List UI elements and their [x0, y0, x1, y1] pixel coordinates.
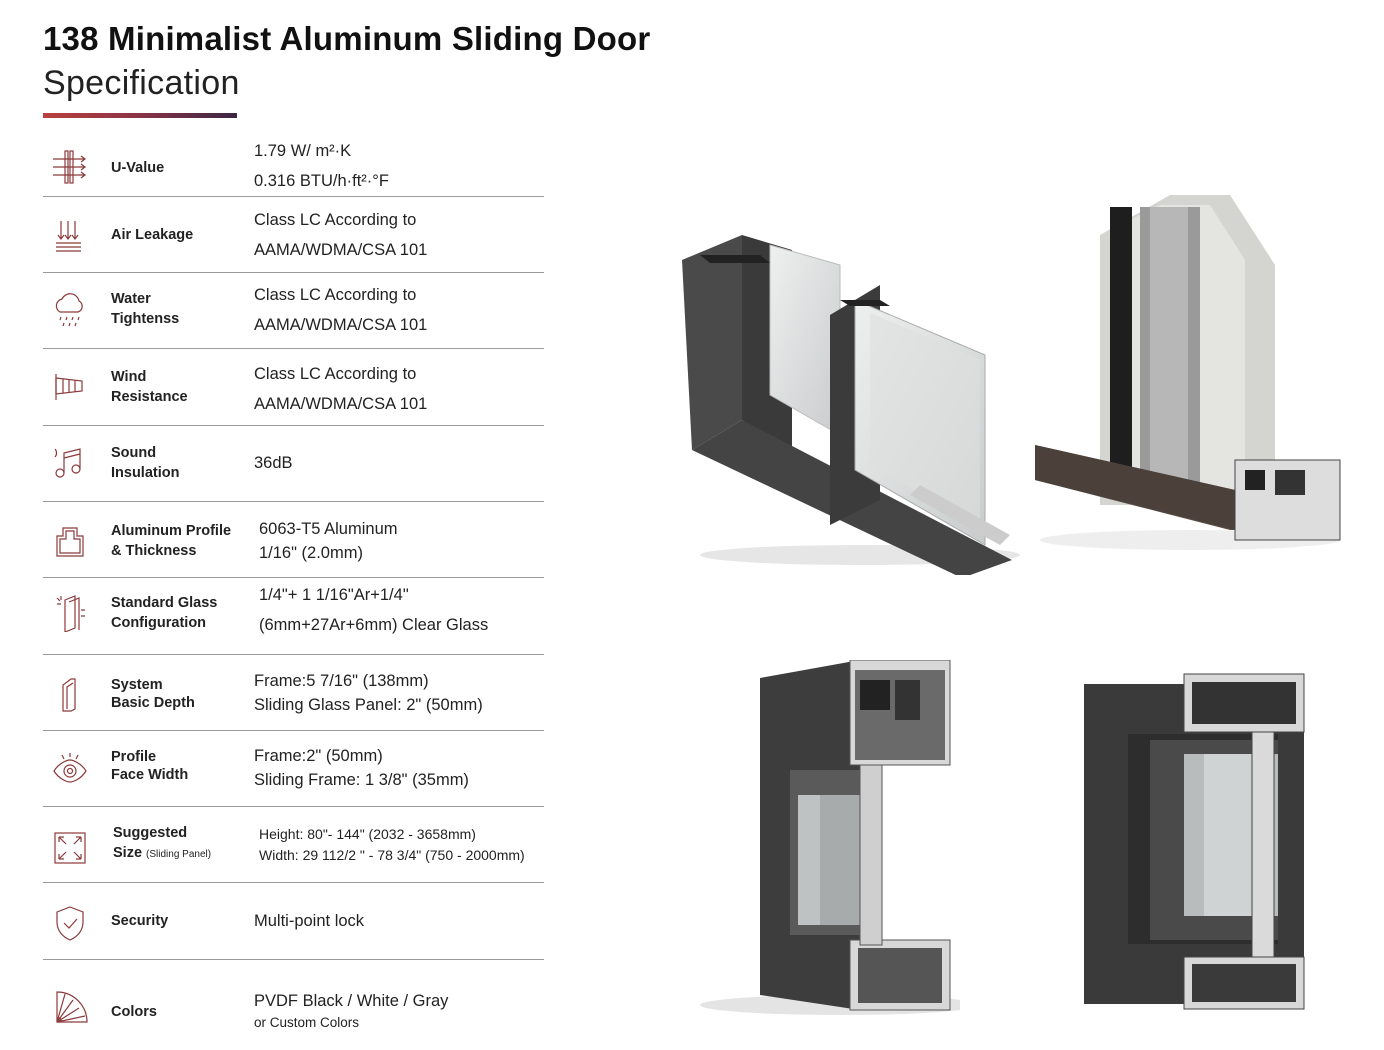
row-divider: [43, 425, 544, 426]
row-divider: [43, 882, 544, 883]
row-divider: [43, 730, 544, 731]
spec-label: Suggested Size (Sliding Panel): [113, 825, 212, 861]
row-divider: [43, 959, 544, 960]
spec-label: U-Value: [111, 160, 165, 176]
profile-icon: [51, 522, 89, 562]
spec-value: Frame:5 7/16" (138mm)Sliding Glass Panel…: [254, 672, 483, 714]
rain-cloud-icon: [51, 290, 89, 330]
glass-icon: [51, 592, 89, 633]
row-divider: [43, 272, 544, 273]
color-fan-icon: [51, 986, 89, 1026]
spec-value: Frame:2" (50mm)Sliding Frame: 1 3/8" (35…: [254, 747, 469, 789]
spec-label: Air Leakage: [111, 227, 194, 243]
spec-row-suggested-size: Suggested Size (Sliding Panel) Height: 8…: [43, 807, 643, 883]
vertical-section-render: [670, 660, 960, 1020]
spec-value: 36dB: [254, 454, 293, 472]
row-divider: [43, 806, 544, 807]
box-section-render: [1080, 672, 1305, 1012]
spec-label: Security: [111, 913, 169, 929]
spec-row-security: Security Multi-point lock: [43, 883, 643, 960]
row-divider: [43, 577, 544, 578]
eye-icon: [51, 749, 89, 789]
depth-icon: [51, 675, 89, 715]
music-note-icon: [51, 443, 89, 483]
frame-section-render: [670, 205, 1020, 575]
page-title: 138 Minimalist Aluminum Sliding Door: [43, 20, 651, 57]
spec-label: Aluminum Profile& Thickness: [111, 523, 232, 559]
spec-value: Height: 80"- 144" (2032 - 3658mm)Width: …: [259, 826, 525, 863]
spec-label: Colors: [111, 1004, 157, 1020]
expand-icon: [51, 827, 89, 867]
u-value-icon: [51, 147, 89, 187]
spec-value: Multi-point lock: [254, 912, 365, 930]
spec-row-colors: Colors PVDF Black / White / Gray or Cust…: [43, 960, 643, 1050]
shield-icon: [51, 903, 89, 943]
row-divider: [43, 654, 544, 655]
windsock-icon: [51, 366, 89, 406]
spec-value: 1/4"+ 1 1/16"Ar+1/4"(6mm+27Ar+6mm) Clear…: [259, 586, 489, 634]
row-divider: [43, 348, 544, 349]
row-divider: [43, 196, 544, 197]
row-divider: [43, 501, 544, 502]
spec-value: PVDF Black / White / Gray or Custom Colo…: [254, 992, 449, 1030]
title-accent-bar: [43, 113, 237, 118]
size-note: (Sliding Panel): [146, 849, 212, 860]
spec-row-aluminum-profile: Aluminum Profile& Thickness 6063-T5 Alum…: [43, 502, 643, 578]
glass-corner-render: [1030, 195, 1345, 555]
air-leakage-icon: [51, 215, 89, 255]
page-subtitle: Specification: [43, 64, 240, 102]
